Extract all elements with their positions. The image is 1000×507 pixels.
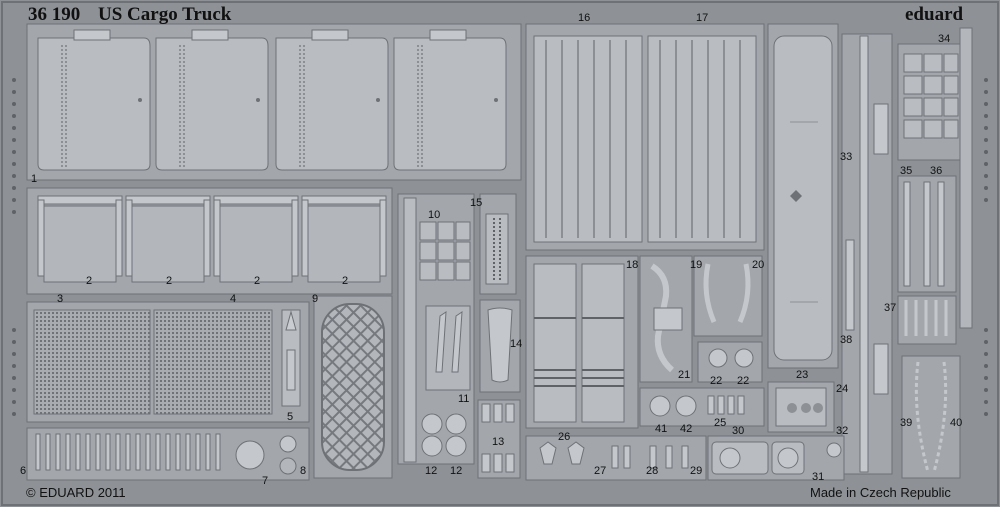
part-number-34: 34 [938,33,951,45]
part-number-13: 13 [492,436,505,448]
fret-title: US Cargo Truck [98,4,232,25]
part-number-17: 17 [696,12,709,24]
part-number-22: 22 [710,375,723,387]
parts-10-15 [397,193,521,479]
part-number-5: 5 [287,411,294,423]
parts-19-22 [639,255,763,383]
part-number-2: 2 [254,275,261,287]
part-number-2: 2 [342,275,349,287]
catalog-number: 36 190 [28,4,81,25]
part-number-36: 36 [930,165,943,177]
part-number-19: 19 [690,259,703,271]
part-18 [525,255,639,429]
part-number-2: 2 [86,275,93,287]
part-number-39: 39 [900,417,913,429]
part-number-24: 24 [836,383,849,395]
part-number-16: 16 [578,12,591,24]
part-number-25: 25 [714,417,727,429]
part-number-27: 27 [594,465,607,477]
part-number-12: 12 [425,465,438,477]
part-number-31: 31 [812,471,825,483]
part-number-35: 35 [900,165,913,177]
part-number-28: 28 [646,465,659,477]
part-number-30: 30 [732,425,745,437]
part-number-26: 26 [558,431,571,443]
brand-logo: eduard [905,4,964,25]
part-number-41: 41 [655,423,668,435]
part-number-6: 6 [20,465,27,477]
part-2-frames [26,187,393,295]
part-number-20: 20 [752,259,765,271]
part-number-14: 14 [510,338,523,350]
part-number-21: 21 [678,369,691,381]
parts-33-38-rods [841,33,893,475]
part-number-10: 10 [428,209,441,221]
part-number-32: 32 [836,425,849,437]
part-number-18: 18 [626,259,639,271]
part-number-7: 7 [262,475,269,487]
part-number-15: 15 [470,197,483,209]
part-number-33: 33 [840,151,853,163]
part-number-12: 12 [450,465,463,477]
part-number-11: 11 [458,393,470,405]
part-number-2: 2 [166,275,173,287]
part-3-4-mesh [26,301,310,423]
part-6-7-8 [26,427,310,481]
part-23-rail [767,23,839,433]
part-number-37: 37 [884,302,897,314]
part-1-panels [26,23,522,181]
part-number-22: 22 [737,375,750,387]
part-number-23: 23 [796,369,809,381]
part-number-42: 42 [680,423,693,435]
part-number-9: 9 [312,293,319,305]
copyright-text: © EDUARD 2011 [26,485,126,500]
parts-16-17 [525,23,765,251]
part-number-38: 38 [840,334,853,346]
part-9-tread [313,295,393,479]
part-number-4: 4 [230,293,237,305]
origin-text: Made in Czech Republic [810,485,951,500]
part-number-29: 29 [690,465,703,477]
part-number-40: 40 [950,417,963,429]
part-number-3: 3 [57,293,64,305]
parts-34-40 [897,27,973,479]
part-number-8: 8 [300,465,307,477]
parts-25-32-41-42 [525,387,845,481]
part-number-1: 1 [31,173,38,185]
